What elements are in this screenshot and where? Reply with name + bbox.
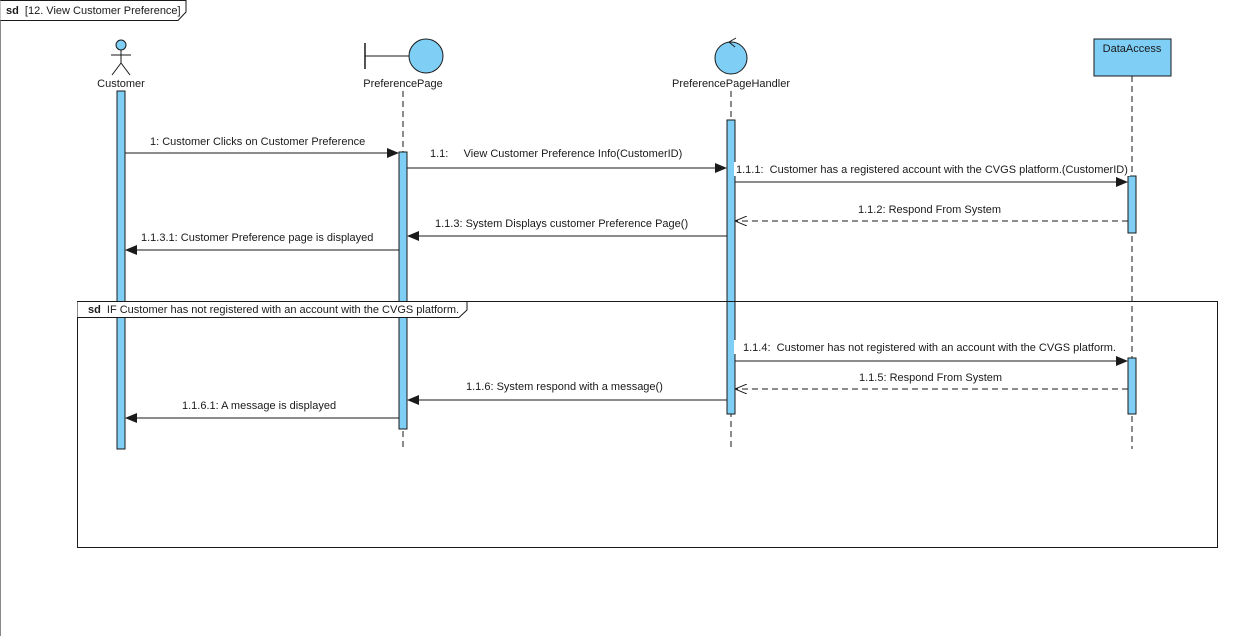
lifeline-label-preference-page: PreferencePage — [363, 78, 443, 90]
activation-bar — [1127, 357, 1137, 415]
activation-bar — [116, 90, 126, 450]
message-label: 1.1: View Customer Preference Info(Custo… — [430, 148, 682, 160]
message-m3[interactable]: 1.1.1: Customer has a registered account… — [734, 162, 1130, 187]
message-m6[interactable]: 1.1.3.1: Customer Preference page is dis… — [125, 232, 399, 255]
combined-fragment: sd IF Customer has not registered with a… — [77, 301, 1218, 548]
actor-icon — [111, 39, 131, 76]
fragment-title: sd IF Customer has not registered with a… — [88, 304, 459, 316]
message-label: 1.1.4: Customer has not registered with … — [743, 342, 1116, 354]
message-m1[interactable]: 1: Customer Clicks on Customer Preferenc… — [125, 136, 399, 158]
message-m8[interactable]: 1.1.5: Respond From System — [736, 372, 1128, 389]
lifeline-handler[interactable]: PreferencePageHandler — [672, 37, 790, 449]
lifeline-data-access[interactable]: DataAccess — [1093, 38, 1172, 449]
message-label: 1.1.1: Customer has a registered account… — [736, 164, 1128, 176]
message-m10[interactable]: 1.1.6.1: A message is displayed — [125, 400, 399, 423]
diagram-frame: sd [12. View Customer Preference] — [0, 0, 187, 636]
message-label: 1.1.2: Respond From System — [858, 204, 1001, 216]
activation-bar — [726, 119, 736, 415]
message-label: 1.1.6.1: A message is displayed — [182, 400, 336, 412]
frame-title: sd [12. View Customer Preference] — [6, 5, 181, 17]
lifeline-preference-page[interactable]: PreferencePage — [363, 38, 444, 449]
lifeline-customer[interactable]: Customer — [97, 39, 145, 450]
message-label: 1.1.3: System Displays customer Preferen… — [435, 218, 688, 230]
message-label: 1.1.5: Respond From System — [859, 372, 1002, 384]
messages: 1: Customer Clicks on Customer Preferenc… — [125, 136, 1130, 423]
lifeline-label-customer: Customer — [97, 78, 145, 90]
activation-bar — [398, 151, 408, 430]
label-background — [734, 340, 1124, 354]
control-icon — [714, 37, 748, 75]
message-m5[interactable]: 1.1.3: System Displays customer Preferen… — [407, 218, 727, 241]
label-background — [734, 162, 1130, 176]
message-label: 1.1.3.1: Customer Preference page is dis… — [141, 232, 373, 244]
entity-box — [1093, 38, 1172, 77]
message-m4[interactable]: 1.1.2: Respond From System — [736, 204, 1128, 221]
message-m9[interactable]: 1.1.6: System respond with a message() — [407, 381, 727, 405]
boundary-icon — [364, 38, 444, 74]
lifeline-label-handler: PreferencePageHandler — [672, 78, 790, 90]
lifeline-label-data-access: DataAccess — [1103, 43, 1162, 55]
message-label: 1: Customer Clicks on Customer Preferenc… — [150, 136, 365, 148]
message-m2[interactable]: 1.1: View Customer Preference Info(Custo… — [407, 148, 727, 173]
message-label: 1.1.6: System respond with a message() — [466, 381, 663, 393]
activation-bar — [1127, 175, 1137, 234]
message-m7[interactable]: 1.1.4: Customer has not registered with … — [734, 340, 1128, 366]
